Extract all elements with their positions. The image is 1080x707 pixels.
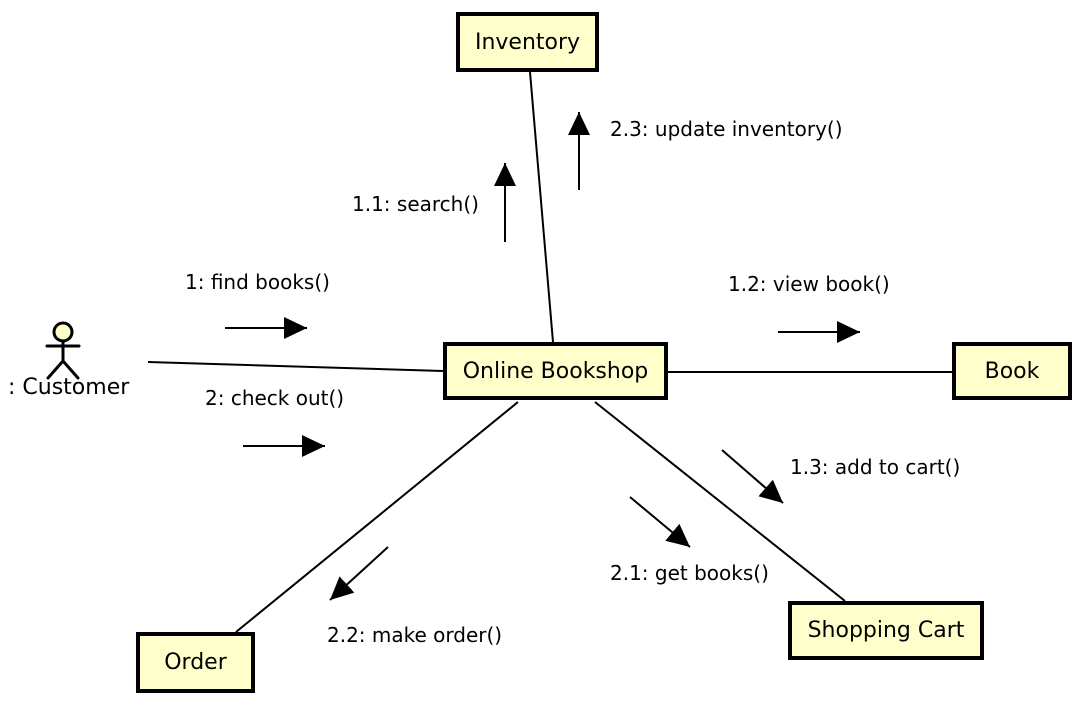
customer-actor-icon xyxy=(45,321,81,380)
message-1-1-label: 1.1: search() xyxy=(352,192,479,216)
node-shopping-cart-label: Shopping Cart xyxy=(807,618,965,643)
node-order: Order xyxy=(136,632,255,693)
message-1-label: 1: find books() xyxy=(185,270,330,294)
message-2-1-arrow xyxy=(629,496,691,548)
link-bookshop-order xyxy=(235,401,519,633)
node-order-label: Order xyxy=(164,650,227,675)
link-bookshop-inventory xyxy=(529,71,554,343)
node-online-bookshop: Online Bookshop xyxy=(443,342,668,400)
node-book-label: Book xyxy=(984,358,1040,384)
message-1-3-label: 1.3: add to cart() xyxy=(790,455,961,479)
link-customer-bookshop xyxy=(147,361,444,372)
node-book: Book xyxy=(952,342,1072,400)
message-2-3-label: 2.3: update inventory() xyxy=(610,117,843,141)
node-inventory-label: Inventory xyxy=(474,29,581,55)
message-2-label: 2: check out() xyxy=(205,386,345,410)
message-2-1-label: 2.1: get books() xyxy=(610,561,769,585)
message-2-2-label: 2.2: make order() xyxy=(327,623,503,647)
node-shopping-cart: Shopping Cart xyxy=(788,601,984,660)
node-inventory: Inventory xyxy=(456,12,599,72)
link-bookshop-cart xyxy=(594,401,846,602)
message-1-2-label: 1.2: view book() xyxy=(728,272,890,296)
customer-actor-label: : Customer xyxy=(8,375,130,400)
message-1-3-arrow xyxy=(721,449,784,504)
node-online-bookshop-label: Online Bookshop xyxy=(462,358,649,384)
message-2-2-arrow xyxy=(329,546,389,601)
